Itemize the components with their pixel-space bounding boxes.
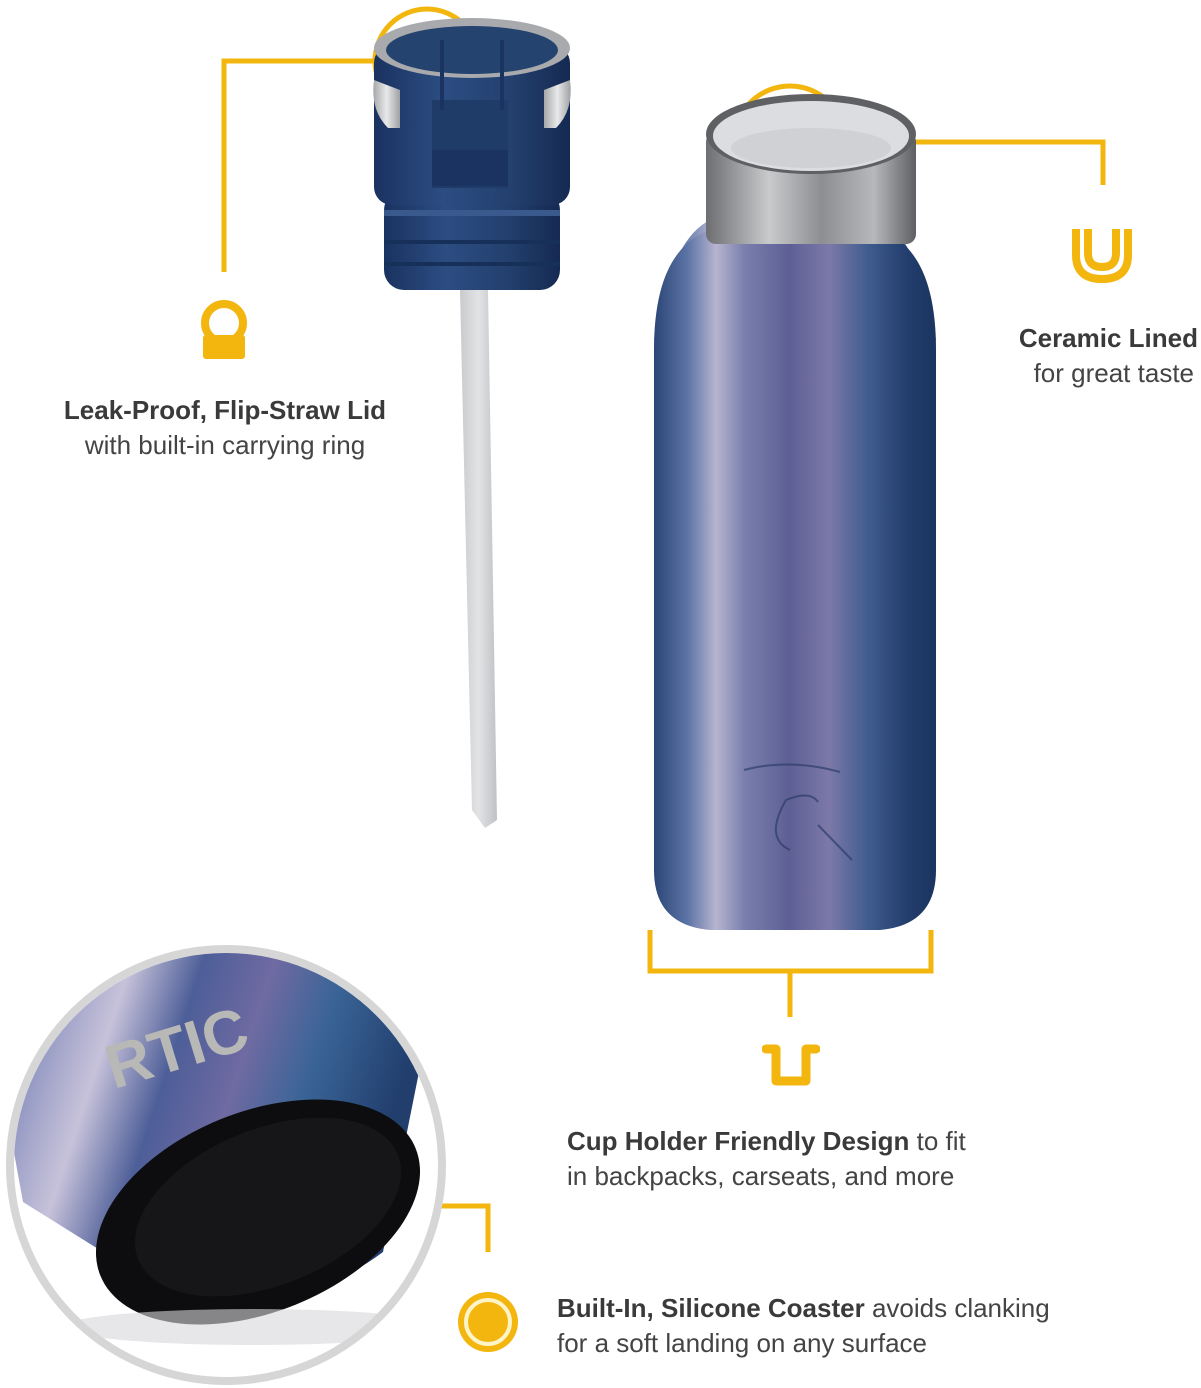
cup-holder-icon [762,1044,820,1086]
callout-coaster: Built-In, Silicone Coaster avoids clanki… [557,1291,1157,1361]
flip-straw-lid-image [360,0,600,840]
ceramic-liner-icon [1072,229,1132,283]
callout-cupholder: Cup Holder Friendly Design to fit in bac… [567,1124,1027,1194]
carry-ring-icon [201,300,247,359]
callout-body: in backpacks, carseats, and more [567,1161,955,1191]
coaster-closeup-image: RTIC [3,942,449,1388]
callout-title: Built-In, Silicone Coaster [557,1293,865,1323]
callout-body: with built-in carrying ring [84,430,366,460]
coaster-icon [458,1292,518,1352]
callout-body: for great taste [1033,358,1194,388]
callout-body: for a soft landing on any surface [557,1328,928,1358]
callout-title-suffix: to fit [909,1126,966,1156]
callout-title-suffix: avoids clanking [864,1293,1050,1323]
callout-lid: Leak-Proof, Flip-Straw Lid with built-in… [30,393,420,463]
callout-ceramic: Ceramic Lined for great taste [960,321,1198,391]
callout-title: Ceramic Lined [1018,323,1198,353]
bottle-image [640,90,950,935]
callout-title: Cup Holder Friendly Design [567,1126,910,1156]
lid-illustration [373,18,571,828]
coaster-closeup-illustration: RTIC [6,945,446,1385]
callout-title: Leak-Proof, Flip-Straw Lid [63,395,387,425]
bottle-illustration [654,94,936,930]
